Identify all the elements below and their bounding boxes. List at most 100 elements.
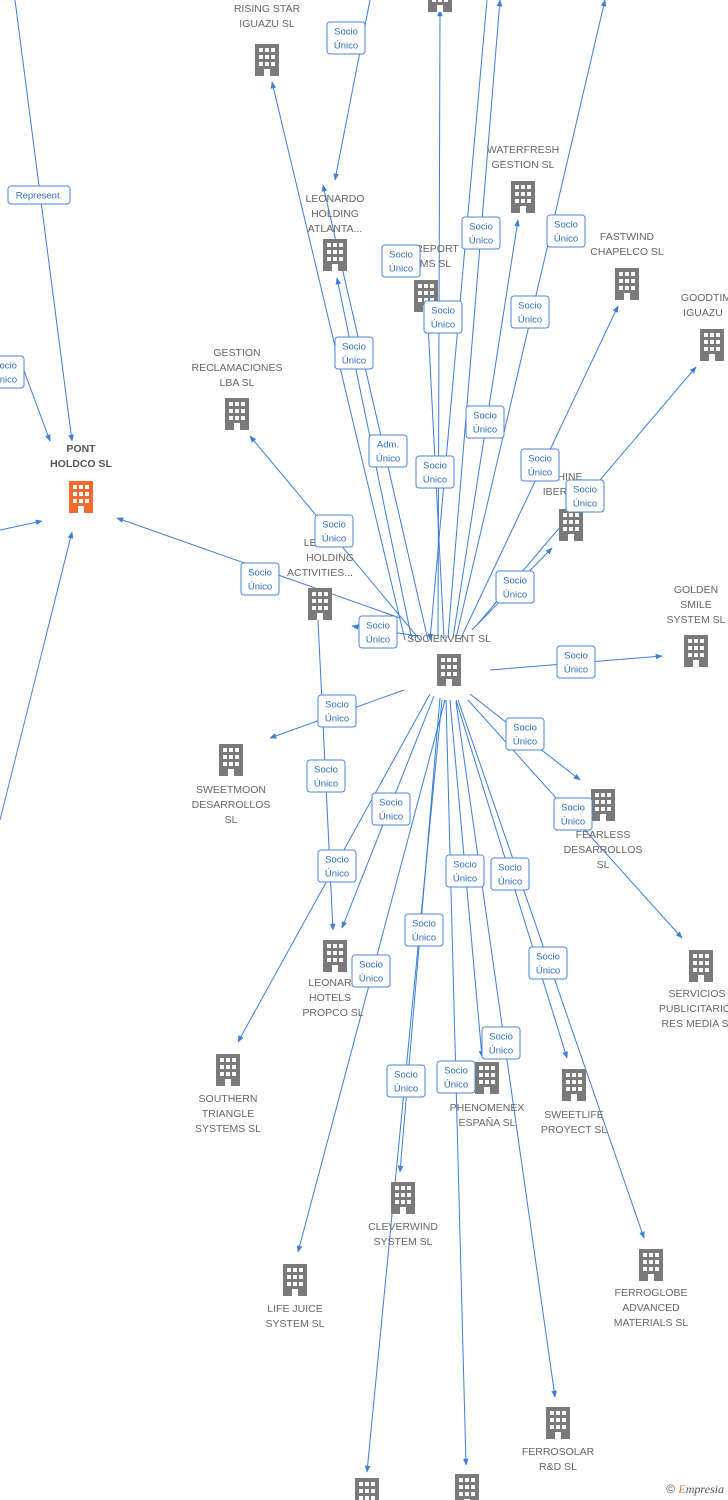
relation-label[interactable]: Represent.: [7, 185, 71, 205]
node-label: TRIANGLE: [202, 1108, 255, 1120]
node-label: SL: [597, 859, 610, 871]
relation-label-box: [306, 759, 346, 793]
company-node[interactable]: [455, 1474, 479, 1500]
relation-label-text: Socio: [453, 860, 477, 871]
building-icon: [511, 181, 535, 213]
relation-label-text: Único: [325, 869, 349, 880]
relation-label-text: Único: [431, 320, 455, 331]
relation-label-box: [546, 214, 586, 248]
relation-label-text: Socio: [389, 250, 413, 261]
edges-layer: [0, 0, 697, 1473]
company-node[interactable]: SOCIENVENT SL: [407, 633, 491, 686]
building-icon: [684, 635, 708, 667]
node-label: CHAPELCO SL: [590, 246, 664, 258]
relation-label-text: Único: [518, 315, 542, 326]
company-node[interactable]: LEONARDOHOLDINGATLANTA...: [306, 193, 365, 271]
relation-label-text: Socio: [248, 568, 272, 579]
relation-label-text: Socio: [394, 1070, 418, 1081]
edge-labels-layer: SocioÚnicoRepresent.SocioÚnicoSocioÚnico…: [0, 21, 605, 1098]
relation-label-box: [556, 645, 596, 679]
relation-label[interactable]: Adm.Único: [368, 434, 408, 468]
relation-label-text: Socio: [561, 803, 585, 814]
building-icon: [323, 940, 347, 972]
node-label: HOTELS: [309, 992, 351, 1004]
relation-label-text: Socio: [573, 485, 597, 496]
company-node[interactable]: LEONHOLDINGACTIVITIES...: [287, 537, 354, 620]
relation-label-text: Socio: [322, 520, 346, 531]
relation-label-box: [358, 615, 398, 649]
relation-label-text: Socio: [503, 576, 527, 587]
relation-label-text: Socio: [554, 220, 578, 231]
relation-label-text: Único: [379, 812, 403, 823]
node-label: LEONARDO: [306, 193, 365, 205]
relation-label-text: Socio: [431, 306, 455, 317]
relation-label-text: Único: [489, 1046, 513, 1057]
relation-label-box: [240, 562, 280, 596]
node-label: FERROGLOBE: [615, 1287, 688, 1299]
building-icon: [689, 950, 713, 982]
building-icon: [546, 1407, 570, 1439]
company-node[interactable]: [428, 0, 452, 12]
company-node[interactable]: [355, 1478, 379, 1500]
relation-label-box: [317, 694, 357, 728]
node-label: PHENOMENEX: [450, 1102, 525, 1114]
relation-label-text: Único: [412, 933, 436, 944]
relation-label-box: [436, 1060, 476, 1094]
relation-label-text: Socio: [469, 222, 493, 233]
node-label: IGUAZU: [683, 307, 723, 319]
relation-label-text: Único: [394, 1084, 418, 1095]
relation-label-box: [505, 717, 545, 751]
